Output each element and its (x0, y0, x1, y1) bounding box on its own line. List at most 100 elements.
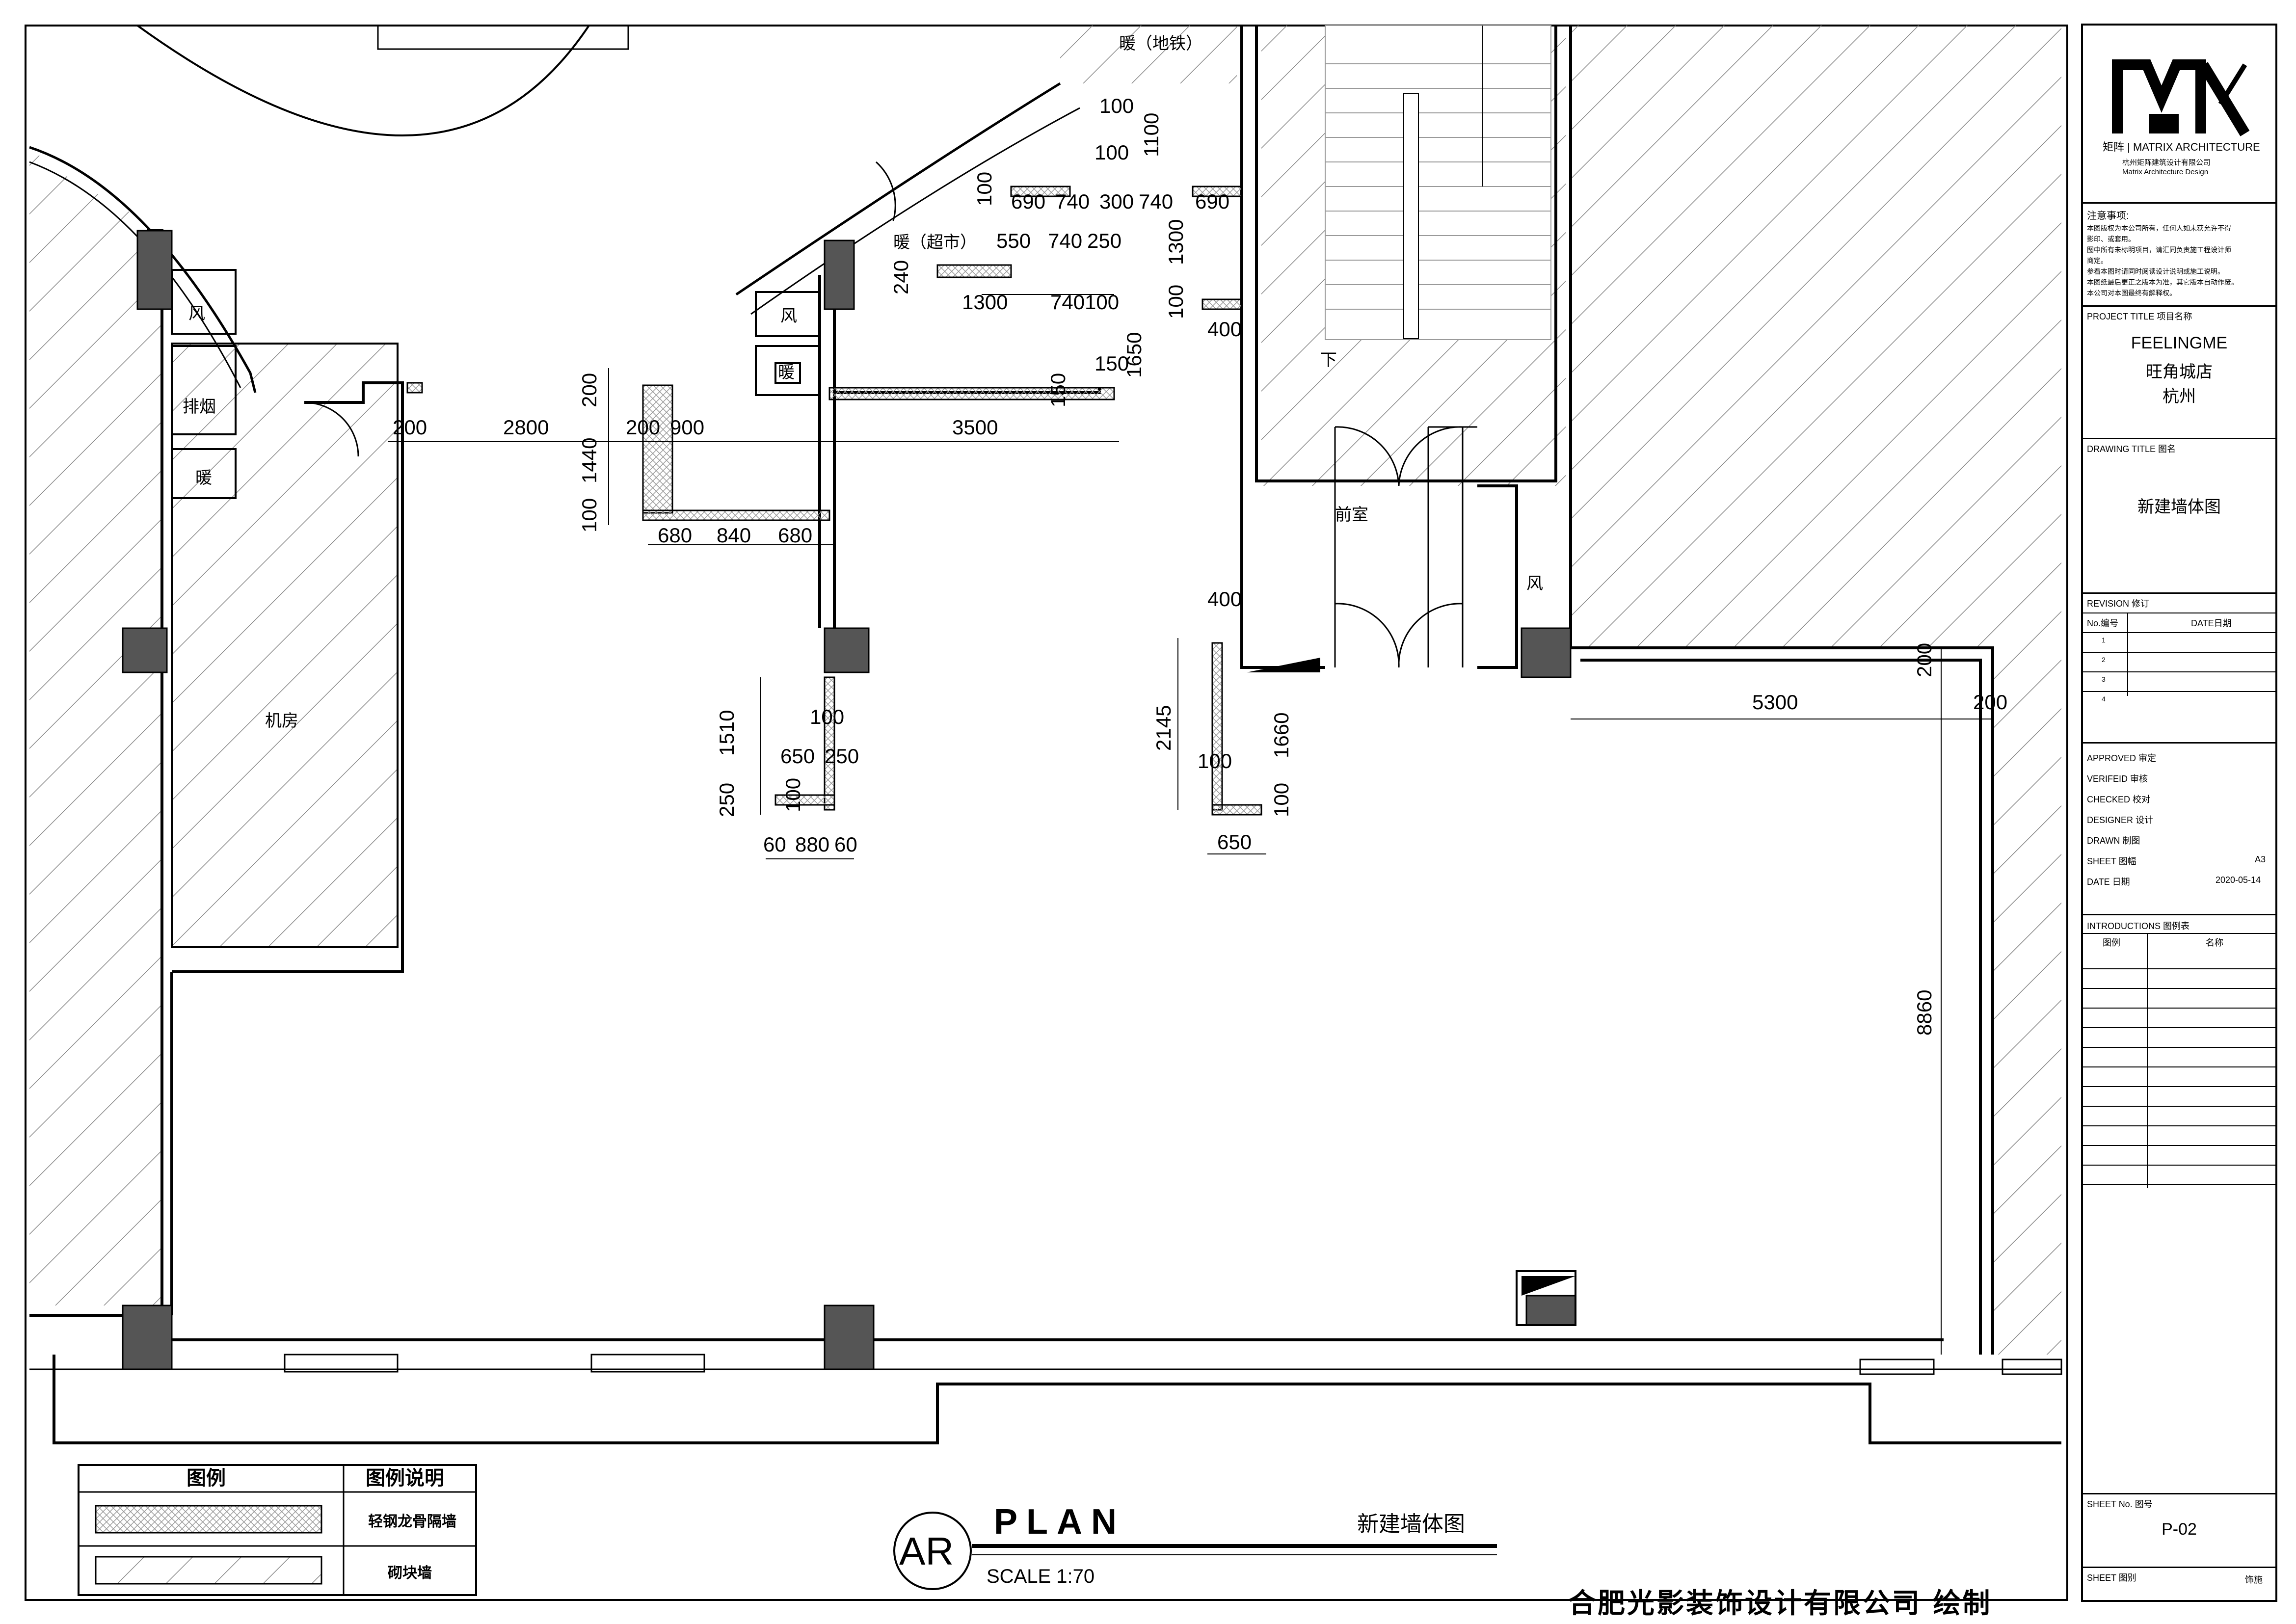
dim-label: 680 (778, 524, 812, 547)
hatch-left-top (29, 147, 162, 1305)
drawn-label: DRAWN 制图 (2087, 836, 2140, 846)
sheet-sub-section: SHEET 图别 饰施 (2083, 1567, 2275, 1602)
drawing-title-section: DRAWING TITLE 图名 新建墙体图 (2083, 438, 2275, 585)
hatch-machine-room (171, 343, 399, 948)
dim-label: 2145 (1152, 705, 1175, 751)
room-label-nuan-mid: 暖 (778, 363, 795, 382)
dim-label: 250 (825, 745, 859, 768)
date-label: DATE 日期 (2087, 877, 2130, 887)
room-label-xia: 下 (1320, 351, 1337, 370)
notes-section: 注意事项: 本图版权为本公司所有，任何人如未获允许不得 影印、或套用。 图中所有… (2083, 202, 2275, 320)
dim-label: 8860 (1913, 990, 1936, 1036)
scale-label: SCALE 1:70 (987, 1566, 1095, 1587)
curved-wall-right-inner (750, 107, 1080, 315)
dim-label: 3500 (952, 416, 998, 439)
dim-label: 740 (1050, 291, 1085, 314)
dim-label: 100 (973, 172, 996, 206)
title-block: 矩阵 | MATRIX ARCHITECTURE 杭州矩阵建筑设计有限公司 Ma… (2081, 24, 2277, 1602)
legend-row1: 轻钢龙骨隔墙 (368, 1514, 456, 1530)
dim-label: 680 (658, 524, 692, 547)
dim-label: 200 (393, 416, 427, 439)
room-label-nuan-ditie: 暖（地铁） (1119, 34, 1202, 53)
note-line: 图中所有未标明项目，请汇同负责施工程设计师 (2087, 246, 2231, 254)
intro-col2: 名称 (2206, 938, 2223, 948)
dim-label: 2800 (503, 416, 549, 439)
project-title-label: PROJECT TITLE 项目名称 (2087, 312, 2192, 321)
sheet-sub-label: SHEET 图别 (2087, 1573, 2136, 1583)
dim-label: 740 (1048, 229, 1082, 252)
dim-label: 100 (781, 778, 804, 812)
room-label-machine-room: 机房 (265, 712, 298, 730)
dim-label: 5300 (1752, 691, 1798, 714)
room-label-nuan-chaoshi: 暖（超市） (893, 233, 977, 252)
room-label-feng-left: 风 (188, 304, 205, 323)
dim-label: 100 (1085, 291, 1119, 314)
note-line: 本公司对本图最终有解释权。 (2087, 289, 2176, 297)
shafts (171, 269, 1576, 1326)
dim-label: 100 (1095, 141, 1129, 164)
dimension-labels-vertical: 200 1440 100 1100 100 1300 240 100 1650 … (578, 113, 1936, 1036)
sheet-no-label: SHEET No. 图号 (2087, 1499, 2153, 1509)
room-label-nuan-left: 暖 (195, 469, 212, 487)
revision-section: REVISION 修订 No.编号 DATE日期 1 2 3 4 (2083, 592, 2275, 740)
dim-label: 1660 (1270, 713, 1293, 758)
dim-label: 200 (626, 416, 660, 439)
plan-label: PLAN (994, 1502, 1125, 1542)
sheet-label: SHEET 图幅 (2087, 856, 2136, 866)
drawing-title-label: DRAWING TITLE 图名 (2087, 444, 2176, 454)
hydrant-mark-2 (1522, 1276, 1575, 1296)
dim-label: 1510 (715, 710, 738, 756)
dim-label: 240 (889, 260, 912, 294)
dim-label: 900 (670, 416, 704, 439)
dim-label: 840 (717, 524, 751, 547)
project-line: FEELINGME (2131, 334, 2228, 352)
dimension-labels: 200 2800 200 900 3500 680 840 680 690 74… (393, 94, 2007, 856)
sheet-sub-value: 饰施 (2245, 1575, 2263, 1585)
note-line: 商定。 (2087, 257, 2108, 265)
dim-label: 60 (834, 833, 857, 856)
dim-label: 550 (996, 229, 1031, 252)
dim-label: 60 (763, 833, 786, 856)
dim-label: 400 (1207, 318, 1242, 341)
date-value: 2020-05-14 (2216, 875, 2261, 885)
dim-label: 150 (1095, 352, 1129, 375)
brand-sub: 矩阵 | MATRIX ARCHITECTURE (2103, 141, 2260, 153)
room-label-paiyan: 排烟 (183, 398, 216, 416)
hatch-top-mid (1060, 26, 1237, 83)
dimension-lines (388, 294, 1993, 1355)
notes-title: 注意事项: (2087, 211, 2129, 221)
dim-label: 250 (715, 783, 738, 817)
sheet-no: P-02 (2162, 1520, 2197, 1539)
revision-label: REVISION 修订 (2087, 599, 2150, 609)
ar-label: AR (899, 1529, 954, 1573)
mx-logo-icon (2112, 59, 2250, 136)
note-line: 本图版权为本公司所有，任何人如未获允许不得 (2087, 224, 2231, 232)
verified-label: VERIFEID 审核 (2087, 774, 2148, 784)
dim-label: 740 (1055, 190, 1090, 213)
legend-col1: 图例 (187, 1467, 226, 1489)
arc-notch (377, 26, 629, 50)
legend-table: 图例 图例说明 轻钢龙骨隔墙 砌块墙 (78, 1464, 477, 1596)
rev-mark: 1 (2102, 636, 2106, 644)
stairs (1325, 25, 1551, 340)
partition-walls (406, 186, 1262, 816)
dim-label: 1300 (1164, 219, 1187, 265)
dim-label: 250 (1087, 229, 1121, 252)
sheet-no-section: SHEET No. 图号 P-02 (2083, 1493, 2275, 1552)
dim-label: 200 (1913, 643, 1936, 677)
curved-wall-arc (136, 25, 590, 136)
room-labels: 机房 风 排烟 暖 风 暖 前室 风 下 暖（地铁） 暖（超市） (183, 34, 1543, 730)
legend-col2: 图例说明 (366, 1467, 444, 1489)
note-line: 影印、或套用。 (2087, 235, 2135, 243)
approval-section: APPROVED 审定 VERIFEID 审核 CHECKED 校对 DESIG… (2083, 742, 2275, 919)
dim-label: 150 (1046, 373, 1069, 407)
dim-label: 690 (1195, 190, 1229, 213)
dim-label: 650 (780, 745, 815, 768)
drawing-title-stamp: AR PLAN 新建墙体图 SCALE 1:70 (893, 1502, 1497, 1590)
note-line: 参看本图时请同时阅读设计说明或施工说明。 (2087, 267, 2224, 275)
room-label-qianshi: 前室 (1335, 506, 1368, 524)
sheet-value: A3 (2255, 854, 2266, 864)
project-title-section: PROJECT TITLE 项目名称 FEELINGME 旺角城店 杭州 (2083, 305, 2275, 438)
dim-label: 880 (795, 833, 829, 856)
legend-row2: 砌块墙 (388, 1565, 432, 1581)
